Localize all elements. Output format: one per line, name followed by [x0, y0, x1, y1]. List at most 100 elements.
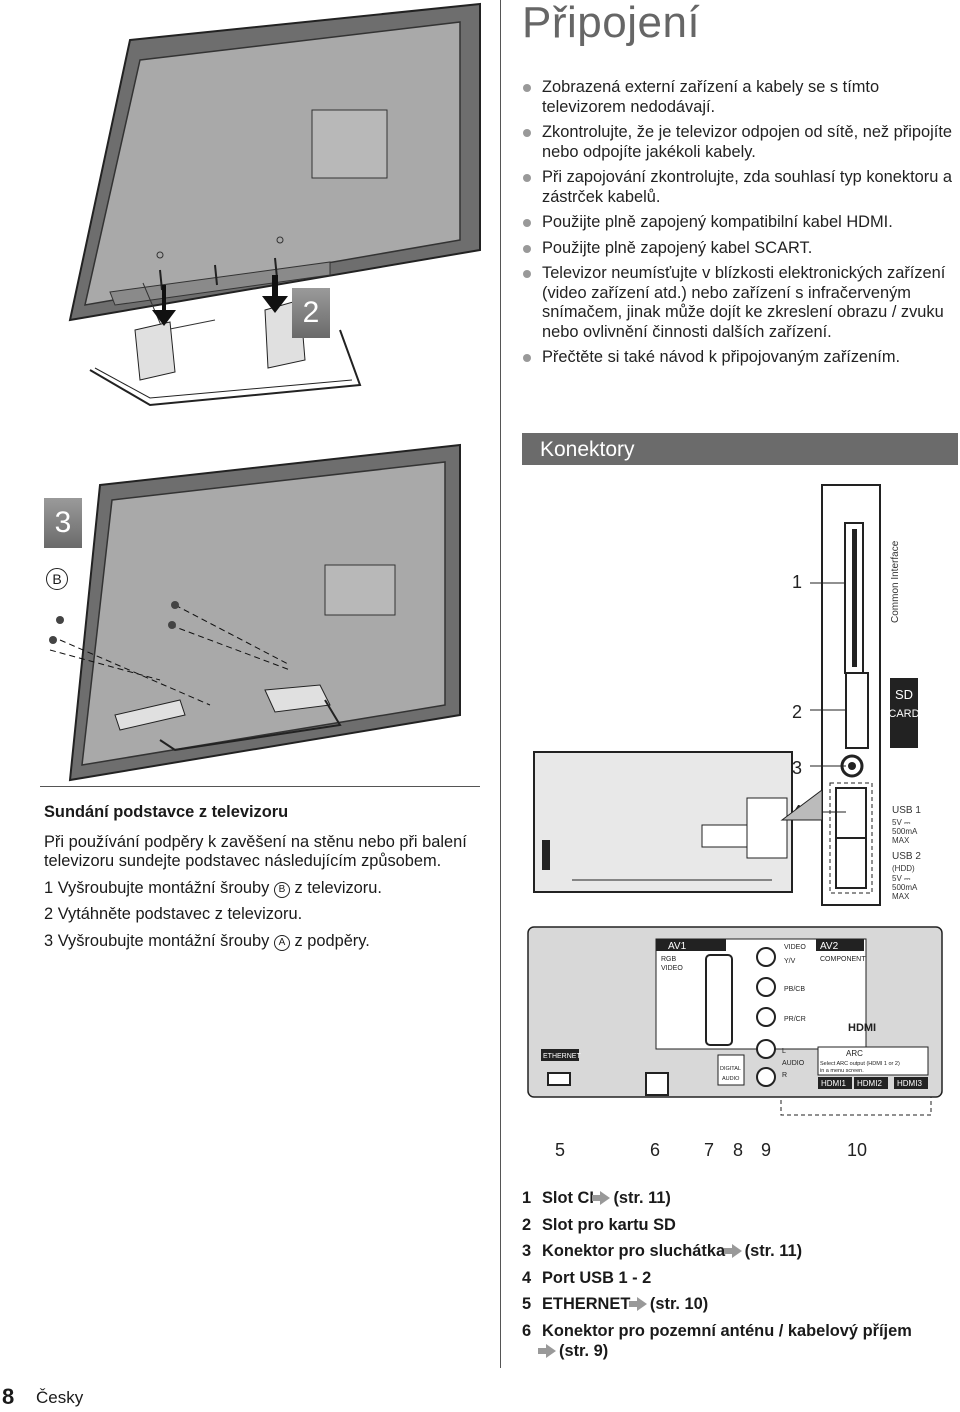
step-text: z televizoru.	[289, 878, 382, 897]
callout-1: 1	[792, 572, 803, 592]
usb2-label: USB 2	[892, 851, 921, 862]
item-number: 5	[522, 1295, 532, 1313]
step-number: 1	[44, 878, 54, 897]
av1-label: AV1	[668, 941, 687, 952]
usb2-spec: 500mA	[892, 883, 918, 892]
yv-label: Y/V	[784, 958, 796, 965]
callout-5: 5	[555, 1140, 566, 1160]
item-number: 3	[522, 1242, 532, 1260]
removal-step-2: 2 Vytáhněte podstavec z televizoru.	[44, 905, 484, 925]
page-number: 8	[2, 1384, 15, 1409]
item-number: 2	[522, 1215, 532, 1234]
ethernet-label: ETHERNET	[543, 1053, 581, 1060]
page-ref-arrow-icon	[538, 1343, 556, 1358]
removal-title: Sundání podstavce z televizoru	[44, 803, 289, 821]
tv-stand-attach-illustration	[68, 2, 481, 407]
stand-removal-section: Sundání podstavce z televizoru Při použí…	[44, 803, 484, 958]
callout-9: 9	[761, 1140, 772, 1160]
hdmi1-label: HDMI1	[821, 1079, 846, 1088]
usb1-spec: MAX	[892, 836, 910, 845]
usb2-spec: MAX	[892, 892, 910, 901]
usb1-spec: 500mA	[892, 827, 918, 836]
hdmi-logo: HDMI	[848, 1022, 876, 1034]
list-item: 6 Konektor pro pozemní anténu / kabelový …	[522, 1321, 952, 1361]
item-number: 6	[522, 1321, 532, 1340]
note-item: Zobrazená externí zařízení a kabely se s…	[522, 78, 952, 117]
note-item: Zkontrolujte, že je televizor odpojen od…	[522, 123, 952, 162]
page-ref-arrow-icon	[723, 1244, 742, 1258]
item-text: Konektor pro sluchátka	[542, 1242, 726, 1260]
list-item: 1 Slot CI (str. 11)	[522, 1188, 952, 1208]
hdmi3-label: HDMI3	[897, 1079, 922, 1088]
step-text: z podpěry.	[289, 931, 370, 950]
arc-note: Select ARC output (HDMI 1 or 2)	[820, 1061, 900, 1067]
step-number: 3	[44, 931, 54, 950]
item-text: Slot pro kartu SD	[542, 1215, 676, 1234]
note-item: Přečtěte si také návod k připojovaným za…	[522, 348, 952, 368]
step-text: Vyšroubujte montážní šrouby	[57, 878, 274, 897]
callout-8: 8	[733, 1140, 744, 1160]
list-item: 3 Konektor pro sluchátka (str. 11)	[522, 1241, 952, 1261]
page-ref-arrow-icon	[628, 1297, 647, 1311]
page-ref: (str. 11)	[744, 1242, 803, 1260]
note-item: Použijte plně zapojený kabel SCART.	[522, 239, 952, 259]
screw-b-symbol: B	[273, 881, 290, 898]
usb2-spec: (HDD)	[892, 864, 915, 873]
removal-step-3: 3 Vyšroubujte montážní šrouby A z podpěr…	[44, 932, 484, 952]
callout-7: 7	[704, 1140, 715, 1160]
common-interface-label: Common Interface	[890, 540, 901, 623]
tv-back-small-diagram	[533, 751, 822, 893]
usb2-spec: 5V ⎓	[892, 874, 911, 883]
list-item: 2 Slot pro kartu SD	[522, 1215, 952, 1235]
step-text: Vytáhněte podstavec z televizoru.	[57, 905, 303, 923]
component-label: COMPONENT	[820, 956, 866, 963]
notes-list: Zobrazená externí zařízení a kabely se s…	[522, 78, 952, 374]
page-ref: (str. 9)	[559, 1341, 609, 1360]
section-heading: Konektory	[522, 433, 958, 465]
callout-2: 2	[792, 702, 803, 722]
step-text: Vyšroubujte montážní šrouby	[57, 931, 274, 950]
item-text: Slot CI	[542, 1189, 594, 1207]
usb1-label: USB 1	[892, 805, 921, 816]
usb1-spec: 5V ⎓	[892, 818, 911, 827]
callout-3: 3	[792, 758, 803, 778]
callout-10: 10	[847, 1140, 868, 1160]
audio-l-label: L	[782, 1048, 786, 1055]
page-ref: (str. 11)	[613, 1189, 671, 1207]
digital-audio-label: AUDIO	[722, 1076, 740, 1082]
page-ref-arrow-icon	[592, 1191, 611, 1205]
bottom-connector-panel: AV1 RGB VIDEO AV2 COMPONENT VIDEO Y/V PB…	[527, 926, 943, 1116]
video-label: VIDEO	[661, 965, 683, 972]
item-text: ETHERNET	[542, 1295, 631, 1313]
hdmi2-label: HDMI2	[857, 1079, 882, 1088]
card-label: CARD	[888, 708, 919, 720]
note-item: Televizor neumísťujte v blízkosti elektr…	[522, 264, 952, 342]
screw-b-marker: B	[46, 568, 68, 590]
step-number: 2	[44, 905, 54, 923]
item-text: Port USB 1 - 2	[542, 1268, 652, 1287]
item-number: 4	[522, 1268, 532, 1287]
video2-label: VIDEO	[784, 944, 806, 951]
av2-label: AV2	[820, 941, 839, 952]
pbcb-label: PB/CB	[784, 986, 805, 993]
arc-label: ARC	[846, 1049, 863, 1058]
item-text: Konektor pro pozemní anténu / kabelový p…	[542, 1321, 912, 1340]
removal-step-1: 1 Vyšroubujte montážní šrouby B z televi…	[44, 879, 484, 899]
arc-note: in a menu screen.	[820, 1068, 864, 1074]
tv-stand-removal-illustration	[49, 443, 461, 782]
side-connector-panel: SD CARD Common Interface USB 1 5V ⎓ 500m…	[821, 484, 921, 906]
note-item: Použijte plně zapojený kompatibilní kabe…	[522, 213, 952, 233]
screw-a-symbol: A	[273, 934, 290, 951]
digital-audio-label: DIGITAL	[720, 1066, 741, 1072]
audio-label: AUDIO	[782, 1060, 805, 1067]
callout-6: 6	[650, 1140, 661, 1160]
page-title: Připojení	[522, 0, 701, 47]
column-divider	[500, 0, 501, 1368]
step-3-badge: 3	[44, 498, 82, 548]
rgb-label: RGB	[661, 956, 677, 963]
item-number: 1	[522, 1189, 532, 1207]
section-divider	[40, 786, 480, 787]
removal-intro: Při používání podpěry k zavěšení na stěn…	[44, 832, 467, 871]
page-ref: (str. 10)	[649, 1295, 709, 1313]
